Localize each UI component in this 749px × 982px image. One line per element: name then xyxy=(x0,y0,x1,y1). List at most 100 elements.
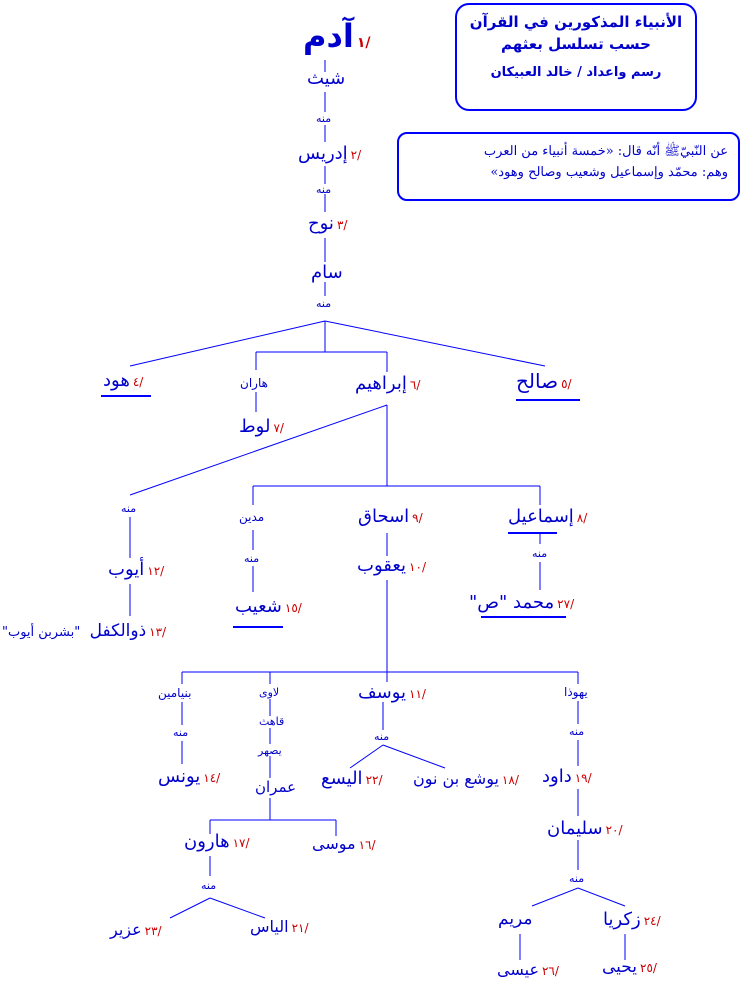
node-name: هارون xyxy=(184,831,230,852)
node-binyamin: بنيامين xyxy=(158,687,191,699)
node-name: منه xyxy=(121,502,137,515)
node-sulayman: /٢٠سليمان xyxy=(547,820,623,838)
node-number: /٤ xyxy=(132,375,144,389)
minhu-label: منه xyxy=(532,548,547,559)
node-number: /١١ xyxy=(409,687,426,701)
node-name: موسى xyxy=(312,834,356,853)
node-name: يوشع بن نون xyxy=(413,769,499,788)
node-ishaq: /٩اسحاق xyxy=(358,508,423,526)
node-name: منه xyxy=(569,725,585,738)
title-line1: الأنبياء المذكورين في القرآن xyxy=(469,13,683,31)
minhu-label: منه xyxy=(201,880,216,891)
node-number: /٧ xyxy=(273,421,284,435)
connector xyxy=(382,744,446,769)
node-number: /٥ xyxy=(561,377,572,391)
node-dhulkifl: /١٣ذوالكفل "بشربن أيوب" xyxy=(2,623,166,640)
node-number: /٩ xyxy=(412,511,423,525)
node-name: اليسع xyxy=(321,768,363,789)
node-salih: /٥صالح xyxy=(516,371,572,391)
node-number: /٢٠ xyxy=(605,823,623,837)
node-number: /٢٧ xyxy=(557,597,575,611)
node-number: /١٨ xyxy=(501,773,519,787)
node-hud: /٤هود xyxy=(103,372,143,390)
node-yashar: يصهر xyxy=(258,745,282,756)
node-name: يصهر xyxy=(258,744,282,757)
node-name: مدين xyxy=(239,510,265,524)
hadith-line1: عن النّبيّﷺ أنّه قال: «خمسة أنبياء من ال… xyxy=(483,144,728,159)
node-number: /٢٣ xyxy=(144,924,162,938)
node-name: آدم xyxy=(303,17,354,55)
node-number: /١٣ xyxy=(149,625,167,639)
hadith-box: عن النّبيّﷺ أنّه قال: «خمسة أنبياء من ال… xyxy=(397,132,740,201)
node-number: /٢١ xyxy=(291,921,309,935)
node-name: اسحاق xyxy=(358,506,410,527)
minhu-label: منه xyxy=(316,184,331,195)
node-name: مريم xyxy=(498,909,533,929)
connector xyxy=(129,320,326,367)
node-number: /١٧ xyxy=(232,836,250,850)
node-ilyas: /٢١الياس xyxy=(250,919,309,935)
minhu-label: منه xyxy=(316,298,331,309)
minhu-label: منه xyxy=(316,113,331,124)
node-number: /٢ xyxy=(350,148,362,162)
node-ibrahim: /٦إبراهيم xyxy=(355,375,420,393)
node-name: شعيب xyxy=(235,596,282,617)
node-name: منه xyxy=(374,730,390,743)
node-ismail: /٨إسماعيل xyxy=(508,508,587,526)
node-name: عمران xyxy=(255,778,297,796)
node-name: منه xyxy=(532,547,548,560)
minhu-label: منه xyxy=(244,553,259,564)
node-name: يونس xyxy=(158,766,201,787)
node-name: الياس xyxy=(250,917,289,936)
node-nuh: /٣نوح xyxy=(308,215,347,233)
node-number: /١٥ xyxy=(284,601,302,615)
minhu-label: منه xyxy=(121,503,136,514)
node-uzayr: /٢٣عزير xyxy=(110,922,162,938)
node-muhammad: /٢٧محمد "ص" xyxy=(469,594,574,612)
node-qahith: قاهث xyxy=(259,716,284,727)
minhu-label: منه xyxy=(569,726,584,737)
node-name: لوط xyxy=(239,416,271,437)
node-name: هود xyxy=(103,370,130,391)
connector xyxy=(169,897,211,919)
title-box: الأنبياء المذكورين في القرآن حسب تسلسل ب… xyxy=(455,3,697,111)
node-lut: /٧لوط xyxy=(239,418,284,436)
node-name: قاهث xyxy=(259,715,285,728)
node-number: /١٩ xyxy=(574,771,592,785)
node-number: /١٤ xyxy=(203,771,221,785)
connector xyxy=(577,887,626,907)
node-number: /١ xyxy=(356,35,371,51)
node-number: /١٢ xyxy=(147,564,165,578)
author-credit: رسم واعداد / خالد العبيكان xyxy=(490,65,662,80)
connector xyxy=(324,320,546,367)
node-shuayb: /١٥شعيب xyxy=(235,598,302,616)
node-name: يوسف xyxy=(358,682,407,703)
node-sam: سام xyxy=(311,264,343,282)
node-adam: /١آدم xyxy=(303,20,371,52)
node-name: داود xyxy=(542,766,572,787)
node-name: سام xyxy=(311,262,343,283)
node-name: عزير xyxy=(110,920,142,939)
node-name: منه xyxy=(316,297,332,310)
node-name: عيسى xyxy=(497,960,539,979)
connector xyxy=(129,404,388,496)
node-yusuf: /١١يوسف xyxy=(358,684,426,702)
node-number: /٨ xyxy=(576,511,588,525)
node-name: زكريا xyxy=(603,909,641,930)
node-name: يحيى xyxy=(602,957,638,977)
connector xyxy=(531,887,579,907)
node-note: "بشربن أيوب" xyxy=(2,625,81,640)
node-harun: /١٧هارون xyxy=(184,833,250,851)
node-name: ذوالكفل xyxy=(89,621,147,641)
node-yunus: /١٤يونس xyxy=(158,768,220,786)
hadith-line2: وهم: محمّد وإسماعيل وشعيب وصالح وهود» xyxy=(490,164,728,180)
node-idris: /٢إدريس xyxy=(298,145,361,163)
node-number: /٢٥ xyxy=(640,961,657,975)
node-number: /٢٤ xyxy=(643,914,661,928)
minhu-label: منه xyxy=(374,731,389,742)
node-name: شيث xyxy=(307,68,346,89)
title-line2: حسب تسلسل بعثهم xyxy=(501,35,651,53)
node-name: إدريس xyxy=(298,143,348,164)
node-number: /٢٢ xyxy=(365,773,383,787)
